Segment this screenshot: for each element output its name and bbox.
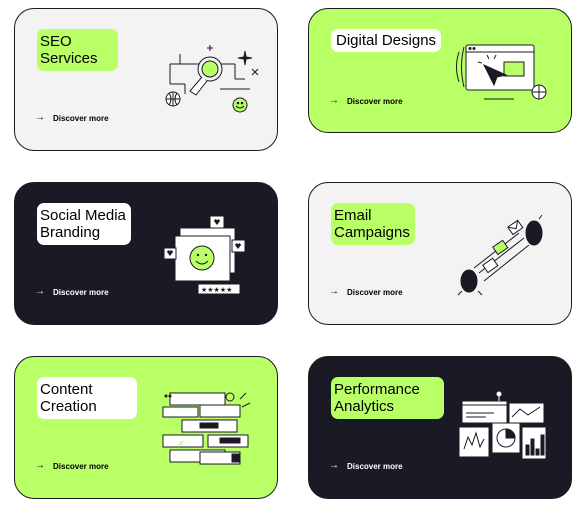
card-title-line: Analytics bbox=[334, 398, 395, 415]
card-title-line: Campaigns bbox=[334, 224, 410, 241]
arrow-right-icon: → bbox=[329, 286, 339, 297]
card-title: Social Media Branding bbox=[37, 203, 131, 245]
arrow-right-icon: → bbox=[329, 460, 339, 471]
card-title-line: Creation bbox=[40, 398, 97, 415]
card-title-line: Branding bbox=[40, 224, 101, 241]
card-title: Performance Analytics bbox=[331, 377, 444, 419]
browser-cursor-icon bbox=[456, 44, 547, 100]
discover-more-link[interactable]: → Discover more bbox=[35, 461, 109, 471]
service-card-social-media[interactable]: Social Media Branding → Discover more ★★… bbox=[14, 182, 278, 325]
card-title-line: Digital Designs bbox=[336, 32, 437, 49]
discover-more-link[interactable]: → Discover more bbox=[329, 96, 403, 106]
chat-smiley-icon: ★★★★★ bbox=[163, 215, 246, 295]
service-card-digital-designs[interactable]: Digital Designs → Discover more bbox=[308, 8, 572, 133]
discover-more-label: Discover more bbox=[347, 96, 403, 106]
discover-more-label: Discover more bbox=[347, 461, 403, 471]
magnifier-icon bbox=[165, 45, 259, 113]
discover-more-label: Discover more bbox=[53, 113, 109, 123]
card-title: Content Creation bbox=[37, 377, 137, 419]
envelopes-icon bbox=[457, 214, 543, 296]
content-blocks-icon bbox=[162, 392, 251, 465]
card-title: SEO Services bbox=[37, 29, 118, 71]
svg-text:★★★★★: ★★★★★ bbox=[201, 286, 232, 294]
service-card-analytics[interactable]: Performance Analytics → Discover more bbox=[308, 356, 572, 499]
discover-more-link[interactable]: → Discover more bbox=[35, 113, 109, 123]
discover-more-label: Discover more bbox=[53, 287, 109, 297]
discover-more-label: Discover more bbox=[347, 287, 403, 297]
analytics-panels-icon bbox=[458, 391, 547, 460]
discover-more-link[interactable]: → Discover more bbox=[329, 287, 403, 297]
card-title-line: Social Media bbox=[40, 207, 126, 224]
card-title-line: Services bbox=[40, 50, 98, 67]
arrow-right-icon: → bbox=[35, 112, 45, 123]
arrow-right-icon: → bbox=[329, 95, 339, 106]
arrow-right-icon: → bbox=[35, 286, 45, 297]
card-title-line: Content bbox=[40, 381, 93, 398]
card-title: Email Campaigns bbox=[331, 203, 415, 245]
card-title-line: SEO bbox=[40, 33, 72, 50]
service-card-email[interactable]: Email Campaigns → Discover more bbox=[308, 182, 572, 325]
discover-more-label: Discover more bbox=[53, 461, 109, 471]
discover-more-link[interactable]: → Discover more bbox=[35, 287, 109, 297]
service-card-content[interactable]: Content Creation → Discover more bbox=[14, 356, 278, 499]
discover-more-link[interactable]: → Discover more bbox=[329, 461, 403, 471]
service-card-seo[interactable]: SEO Services → Discover more bbox=[14, 8, 278, 151]
arrow-right-icon: → bbox=[35, 460, 45, 471]
card-title-line: Performance bbox=[334, 381, 420, 398]
card-title-line: Email bbox=[334, 207, 372, 224]
card-title: Digital Designs bbox=[331, 29, 442, 52]
